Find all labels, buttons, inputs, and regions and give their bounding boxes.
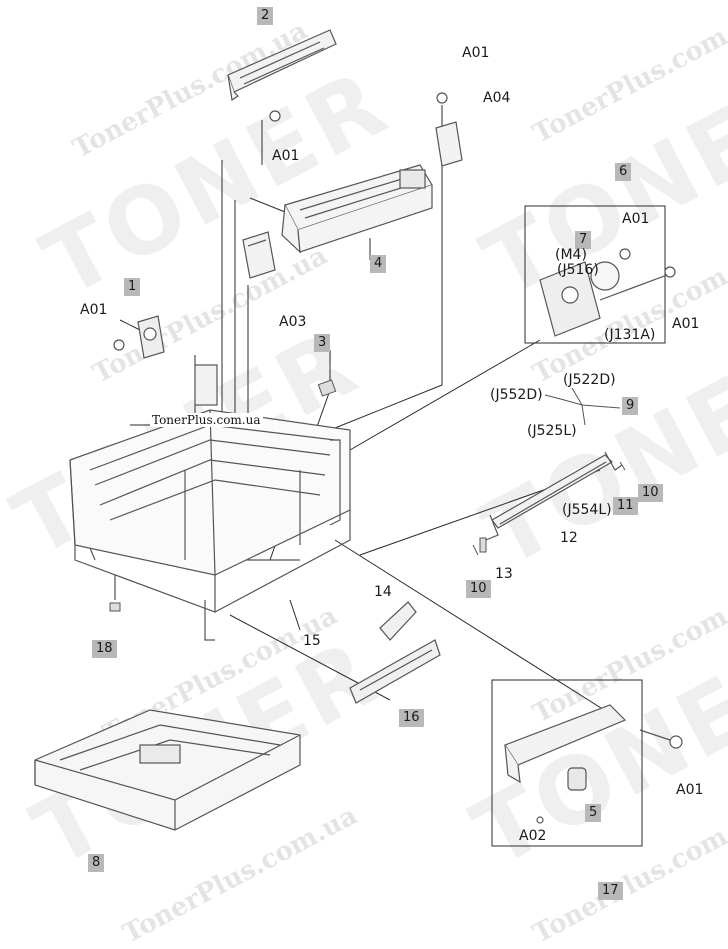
callout-10-right: 10 — [638, 484, 663, 502]
label-j552d: (J552D) — [490, 387, 543, 403]
callout-14: 14 — [374, 584, 392, 600]
callout-3: 3 — [314, 334, 331, 352]
label-a01-tray: A01 — [676, 782, 704, 798]
label-j525l: (J525L) — [527, 423, 577, 439]
label-a03: A03 — [279, 314, 307, 330]
part-14-guide — [379, 601, 417, 641]
leader-line — [329, 105, 443, 431]
panel-17-frame — [491, 679, 643, 847]
callout-6: 6 — [615, 163, 632, 181]
part-a04-bracket — [435, 92, 463, 167]
callout-12: 12 — [560, 530, 578, 546]
part-16-guide — [349, 639, 441, 704]
part-12-transfer-rail — [485, 451, 623, 541]
callout-5: 5 — [585, 804, 602, 822]
label-a02: A02 — [519, 828, 547, 844]
part-6-drive-assembly — [539, 248, 676, 337]
part-18-clip — [109, 602, 121, 612]
leader-line — [349, 339, 541, 451]
main-chassis — [69, 364, 351, 641]
leader-line — [119, 319, 141, 331]
part-10-spring — [619, 461, 626, 471]
label-a04: A04 — [483, 90, 511, 106]
label-a01-top: A01 — [462, 45, 490, 61]
callout-15: 15 — [303, 633, 321, 649]
callout-17: 17 — [598, 882, 623, 900]
callout-18: 18 — [92, 640, 117, 658]
label-j522d: (J522D) — [563, 372, 616, 388]
part-2-upper-rail — [227, 29, 337, 122]
part-8-paper-tray — [34, 709, 301, 831]
callout-16: 16 — [399, 709, 424, 727]
callout-1: 1 — [124, 278, 141, 296]
label-m4: (M4) — [555, 247, 587, 263]
label-a01-rail2: A01 — [272, 148, 300, 164]
label-a01-left: A01 — [80, 302, 108, 318]
callout-9: 9 — [622, 397, 639, 415]
label-a01-panel6-top: A01 — [622, 211, 650, 227]
part-1-motor — [113, 315, 165, 359]
label-a01-panel6-right: A01 — [672, 316, 700, 332]
part-13-clip — [479, 537, 487, 553]
callout-7: 7 — [575, 231, 592, 249]
part-3-block — [317, 379, 337, 397]
leader-line — [289, 599, 301, 631]
part-4-fuser — [281, 164, 433, 254]
callout-2: 2 — [257, 7, 274, 25]
callout-13: 13 — [495, 566, 513, 582]
part-17-feed-assembly — [504, 704, 683, 824]
callout-4: 4 — [370, 255, 387, 273]
leader-line — [334, 539, 621, 721]
part-9-cable — [544, 387, 621, 426]
site-label: TonerPlus.com.ua — [150, 413, 263, 427]
label-j554l: (J554L) — [562, 502, 612, 518]
callout-11: 11 — [613, 497, 638, 515]
part-a03-duct — [242, 231, 276, 279]
callout-10-left: 10 — [466, 580, 491, 598]
diagram-lineart — [34, 29, 683, 847]
part-10-spring — [472, 544, 479, 556]
label-j516: (J516) — [557, 262, 599, 278]
label-j131a: (J131A) — [604, 327, 656, 343]
callout-8: 8 — [88, 854, 105, 872]
